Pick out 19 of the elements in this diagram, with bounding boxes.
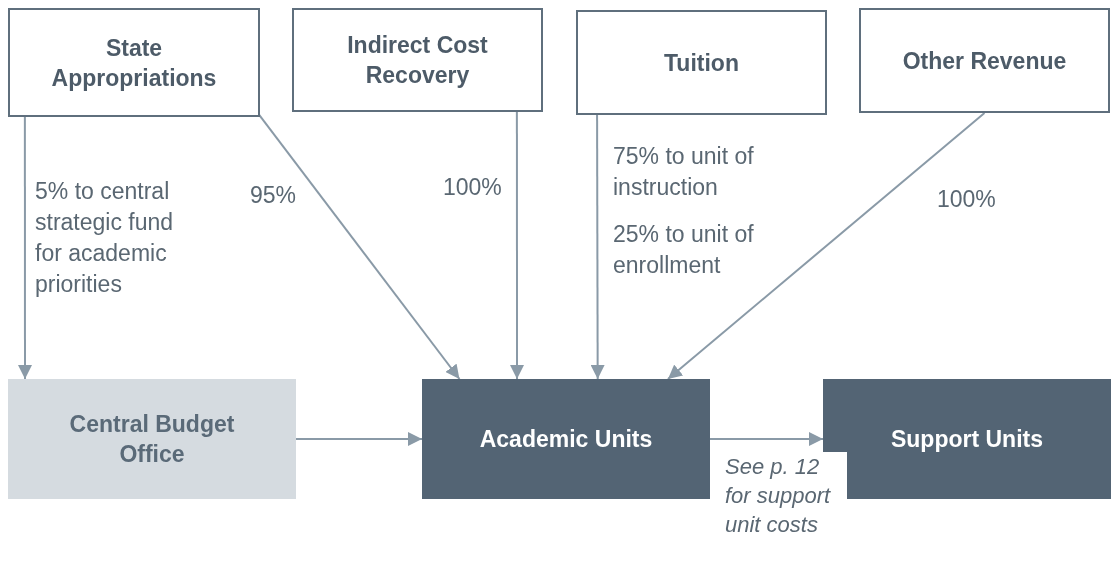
- node-label: Support Units: [890, 425, 1043, 454]
- source-box: [859, 8, 1110, 113]
- node-label: Tuition: [664, 48, 739, 78]
- source-box: [8, 8, 260, 117]
- node-label: Other Revenue: [902, 46, 1067, 76]
- unit-box: [422, 379, 710, 499]
- arrow: [590, 114, 605, 380]
- node-label: Indirect Cost Recovery: [346, 31, 489, 90]
- unit-box: [8, 379, 296, 499]
- source-box: [292, 8, 543, 112]
- arrow: [666, 112, 986, 380]
- arrow: [709, 432, 824, 446]
- node-label: Academic Units: [479, 425, 653, 454]
- arrow: [295, 432, 423, 446]
- arrow: [18, 116, 32, 380]
- arrow: [510, 111, 525, 380]
- source-box: [576, 10, 827, 115]
- node-label: Central Budget Office: [68, 410, 236, 469]
- node-label: State Appropriations: [50, 33, 218, 93]
